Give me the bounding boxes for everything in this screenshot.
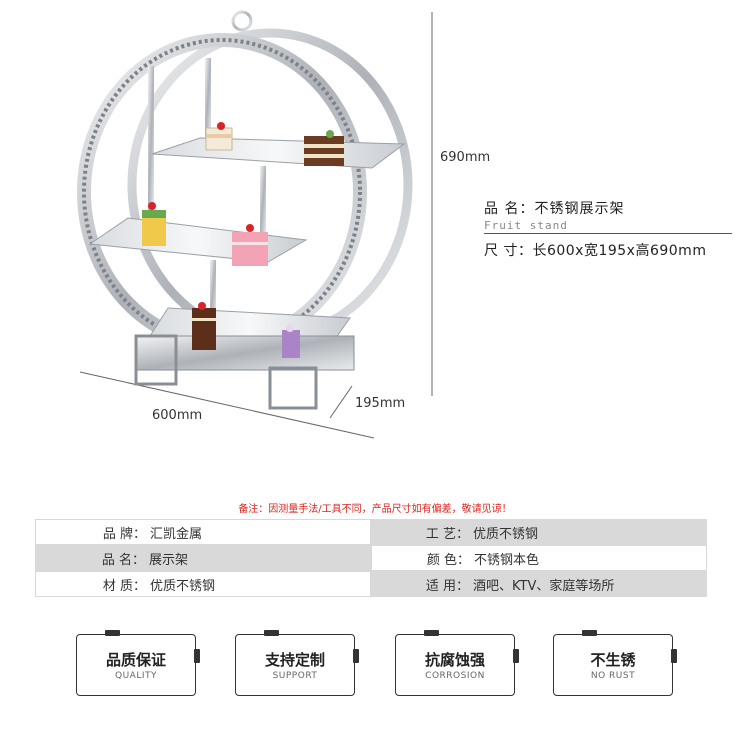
feature-badge-support: 支持定制 SUPPORT <box>235 630 359 696</box>
cake-top-chocolate <box>304 130 344 166</box>
support-upper <box>205 58 211 138</box>
info-cell-product-name: 品 名： 展示架 <box>35 545 371 571</box>
feature-title: 不生锈 <box>590 651 636 669</box>
badge-tab-icon <box>582 630 597 636</box>
spec-product-name: 品 名：不锈钢展示架 <box>484 201 625 217</box>
support-lower <box>210 260 216 320</box>
support-center <box>260 166 266 236</box>
badge-tab-icon <box>424 630 439 636</box>
feature-subtitle: CORROSION <box>425 671 485 681</box>
badge-side-icon <box>671 649 677 663</box>
info-row: 品 名： 展示架 颜 色： 不锈钢本色 <box>35 545 707 571</box>
feature-badge-no-rust: 不生锈 NO RUST <box>553 630 677 696</box>
hanging-ring <box>231 10 253 32</box>
info-value: 优质不锈钢 <box>473 526 539 542</box>
info-row: 材 质： 优质不锈钢 适 用： 酒吧、KTV、家庭等场所 <box>35 571 707 597</box>
badge-tab-icon <box>264 630 279 636</box>
height-dimension-label: 690mm <box>440 150 491 165</box>
depth-dimension-label: 195mm <box>355 396 406 411</box>
info-cell-color: 颜 色： 不锈钢本色 <box>371 545 707 571</box>
info-label: 颜 色： <box>426 552 470 568</box>
info-value: 不锈钢本色 <box>474 552 540 568</box>
info-value: 酒吧、KTV、家庭等场所 <box>473 578 615 594</box>
product-info-table: 品 牌： 汇凯金属 工 艺： 优质不锈钢 品 名： 展示架 颜 色： 不锈钢本色… <box>35 519 707 597</box>
cake-bottom-chocolate <box>192 302 216 350</box>
badge-side-icon <box>513 649 519 663</box>
info-label: 品 牌： <box>102 526 146 542</box>
spec-size: 尺 寸：长600x宽195x高690mm <box>484 243 707 259</box>
product-image-area: 690mm 600mm 195mm 品 名：不锈钢展示架 Fruit stand… <box>77 10 734 439</box>
feature-badge-corrosion: 抗腐蚀强 CORROSION <box>395 630 519 696</box>
cake-middle-pink <box>232 224 268 266</box>
cake-bottom-purple <box>282 324 300 358</box>
cake-top-small <box>205 122 233 151</box>
base-foot-left <box>134 334 178 386</box>
support-left <box>148 66 154 214</box>
info-value: 优质不锈钢 <box>150 578 216 594</box>
feature-title: 品质保证 <box>105 651 166 669</box>
cake-middle-yellow <box>142 202 166 246</box>
badge-tab-icon <box>105 630 120 636</box>
top-shelf <box>151 137 406 169</box>
base-foot-right <box>268 366 318 410</box>
width-dimension-line <box>79 371 375 439</box>
spec-divider <box>484 233 732 234</box>
info-value: 汇凯金属 <box>150 526 203 542</box>
feature-title: 抗腐蚀强 <box>424 651 485 669</box>
info-label: 品 名： <box>101 552 145 568</box>
info-cell-brand: 品 牌： 汇凯金属 <box>35 519 371 545</box>
info-cell-craft: 工 艺： 优质不锈钢 <box>371 519 707 545</box>
front-ring-pattern <box>82 38 362 346</box>
info-label: 工 艺： <box>425 526 469 542</box>
feature-subtitle: NO RUST <box>590 671 636 681</box>
measurement-note: 备注：因测量手法/工具不同，产品尺寸如有偏差，敬请见谅！ <box>238 504 512 515</box>
badge-side-icon <box>194 649 200 663</box>
width-dimension-label: 600mm <box>152 408 203 423</box>
feature-badge-quality: 品质保证 QUALITY <box>76 630 200 696</box>
depth-dimension-line <box>329 385 353 419</box>
feature-subtitle: QUALITY <box>115 671 157 681</box>
info-cell-usage: 适 用： 酒吧、KTV、家庭等场所 <box>371 571 707 597</box>
info-value: 展示架 <box>149 552 189 568</box>
fruit-stand-illustration <box>77 10 433 439</box>
info-label: 材 质： <box>102 578 146 594</box>
info-row: 品 牌： 汇凯金属 工 艺： 优质不锈钢 <box>35 519 707 545</box>
info-label: 适 用： <box>425 578 469 594</box>
base-block <box>135 335 355 371</box>
spec-block: 品 名：不锈钢展示架 Fruit stand 尺 寸：长600x宽195x高69… <box>484 198 734 260</box>
middle-shelf <box>88 217 308 263</box>
feature-subtitle: SUPPORT <box>272 671 318 681</box>
badge-side-icon <box>353 649 359 663</box>
info-cell-material: 材 质： 优质不锈钢 <box>35 571 371 597</box>
feature-title: 支持定制 <box>264 651 325 669</box>
spec-product-name-en: Fruit stand <box>484 219 568 232</box>
